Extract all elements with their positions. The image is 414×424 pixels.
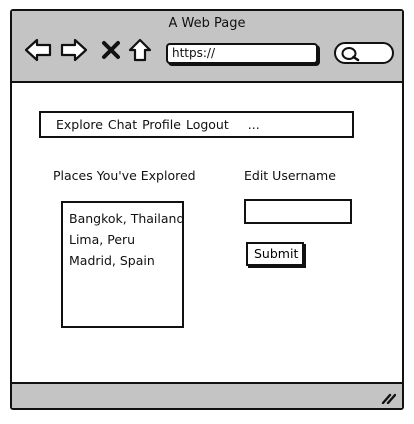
list-item[interactable]: Madrid, Spain xyxy=(69,253,155,268)
back-arrow-icon[interactable] xyxy=(24,37,52,63)
edit-username-heading: Edit Username xyxy=(244,168,336,183)
home-icon[interactable] xyxy=(126,37,154,63)
menu-item-logout[interactable]: Logout xyxy=(185,117,229,132)
status-bar xyxy=(12,382,402,408)
menu-item-explore[interactable]: Explore xyxy=(56,117,103,132)
menu-more-ellipsis[interactable]: ... xyxy=(247,117,260,132)
list-item[interactable]: Lima, Peru xyxy=(69,232,136,247)
forward-arrow-icon[interactable] xyxy=(60,37,88,63)
username-input[interactable] xyxy=(244,199,352,224)
resize-grip-icon[interactable] xyxy=(380,390,396,404)
list-item[interactable]: Bangkok, Thailand xyxy=(69,211,185,226)
close-x-icon[interactable] xyxy=(97,37,125,63)
window-title: A Web Page xyxy=(168,16,246,31)
search-icon xyxy=(341,47,360,62)
places-list[interactable]: Bangkok, Thailand Lima, Peru Madrid, Spa… xyxy=(61,201,184,328)
menu-item-chat[interactable]: Chat xyxy=(107,117,138,132)
browser-window: A Web Page https:// xyxy=(10,9,404,410)
menu-item-profile[interactable]: Profile xyxy=(142,117,181,132)
browser-toolbar: A Web Page https:// xyxy=(12,11,402,83)
navigation-menu: Explore Chat Profile Logout ... xyxy=(39,111,354,138)
address-bar[interactable]: https:// xyxy=(166,43,318,64)
search-box[interactable] xyxy=(334,42,394,64)
places-heading: Places You've Explored xyxy=(53,168,196,183)
submit-button[interactable]: Submit xyxy=(246,242,304,266)
